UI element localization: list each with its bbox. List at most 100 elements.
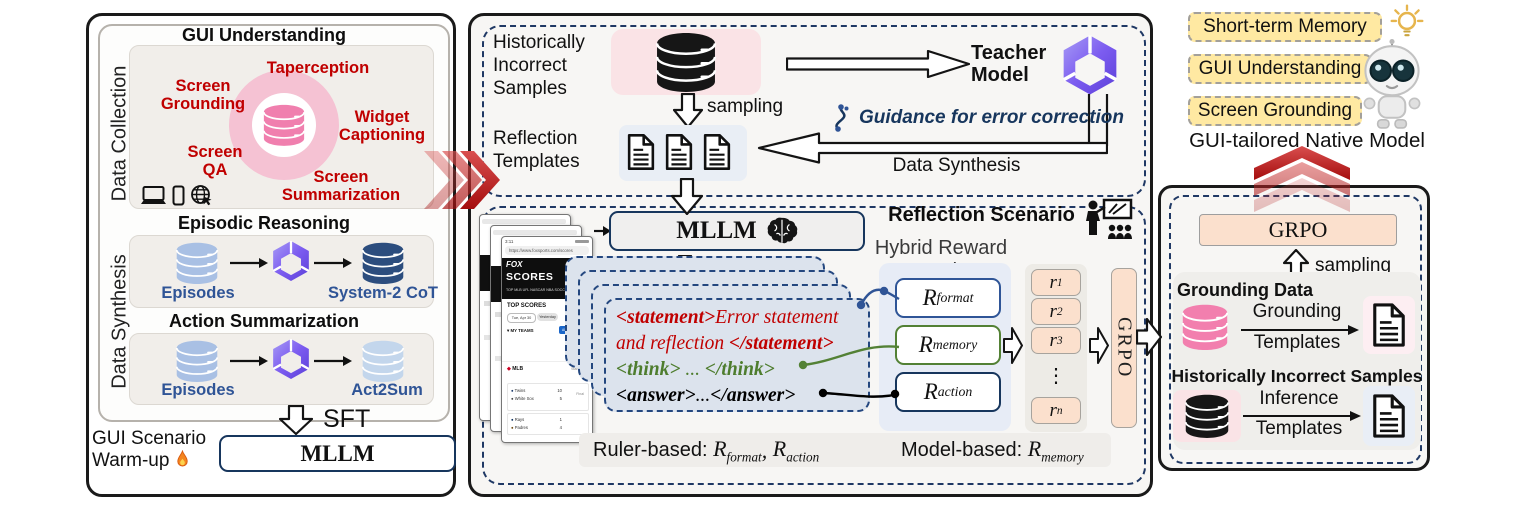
mllm-policy-box: MLLM — [609, 211, 865, 251]
inference-templates-label-top: Inference — [1259, 388, 1339, 409]
phone-myteams-label: ▾ MY TEAMS — [507, 328, 534, 333]
template-doc-icon — [703, 133, 731, 171]
phone-page-title: SCORES — [506, 271, 554, 283]
gui-understanding-box: Taperception Screen Grounding Widget Cap… — [129, 45, 434, 209]
pink-database-icon — [261, 100, 307, 150]
grpo-training-dashed-border — [1169, 195, 1422, 464]
grounding-templates-label-top: Grounding — [1252, 301, 1342, 322]
capability-badge-gui-understanding: GUI Understanding — [1188, 54, 1372, 84]
template-doc-icon — [627, 133, 655, 171]
answer-line: <answer>...</answer> — [616, 384, 796, 406]
sampling-label: sampling — [1315, 255, 1392, 276]
stage-transition-chevrons-icon — [424, 151, 500, 209]
episodic-reasoning-title: Episodic Reasoning — [177, 213, 351, 233]
teacher-return-elbow — [1087, 94, 1109, 146]
phone-url-bar: https://www.foxsports.com/scores — [505, 246, 589, 255]
act2sum-label: Act2Sum — [351, 381, 423, 399]
grpo-training-panel: GRPO sampling Grounding Data Grounding T… — [1158, 185, 1430, 471]
data-synthesis-label: Data Synthesis — [892, 155, 1021, 176]
qwen-logo-icon — [1059, 34, 1121, 96]
guidance-label: Guidance for error correction — [859, 107, 1125, 128]
think-line: <think> ... </think> — [616, 358, 775, 380]
reward-legend-strip: Ruler-based: Rformat , Raction Model-bas… — [579, 433, 1111, 467]
template-doc-icon — [1372, 303, 1406, 347]
response-front-box: <statement>Error statement and reflectio… — [604, 298, 870, 412]
to-teacher-arrow — [786, 50, 970, 78]
model-upgrade-chevrons-icon — [1254, 146, 1350, 212]
black-database-icon — [635, 32, 737, 92]
episodes-label: Episodes — [161, 284, 235, 302]
grounding-templates-label-bottom: Templates — [1253, 332, 1341, 353]
reward-connector-lines — [798, 286, 900, 399]
guidance-squiggle-icon — [835, 104, 849, 132]
system2-cot-database-icon — [354, 242, 412, 284]
episodes-database-icon — [168, 242, 226, 284]
rewards-to-r-arrow — [1003, 327, 1023, 364]
phone-date-pill-active: Yesterday — [537, 313, 558, 321]
flame-icon — [177, 449, 188, 467]
synthesis-left-arrow — [757, 132, 1108, 164]
grpo-to-data-arrow — [1136, 318, 1162, 356]
grpo-box: GRPO — [1199, 214, 1397, 246]
grounding-templates-arrow — [1241, 325, 1359, 335]
flow-arrow — [230, 356, 268, 366]
act2sum-database-icon — [354, 340, 412, 382]
phone-section-title: TOP SCORES — [507, 303, 547, 309]
grounding-template-doc-bg — [1363, 296, 1415, 354]
qwen-logo-icon — [270, 338, 312, 380]
native-model-caption: GUI-tailored Native Model — [1189, 129, 1425, 152]
capability-badge-short-term-memory: Short-term Memory — [1188, 12, 1382, 42]
grpo-vertical-box: GRPO — [1111, 268, 1137, 428]
laptop-icon — [141, 186, 166, 204]
brain-icon — [767, 217, 798, 244]
black-database-icon — [1179, 394, 1235, 438]
flow-arrow — [314, 258, 352, 268]
task-screen-qa: Screen QA — [187, 143, 243, 179]
robot-icon — [1363, 39, 1421, 129]
qwen-logo-icon — [270, 240, 312, 282]
lightbulb-icon — [1390, 4, 1424, 37]
sampling-down-arrow — [673, 93, 703, 128]
inference-templates-label-bottom: Templates — [1255, 418, 1343, 439]
template-doc-icon — [665, 133, 693, 171]
flow-arrow — [230, 258, 268, 268]
inference-templates-arrow — [1243, 411, 1361, 421]
phone-status-time: 3:11 — [505, 239, 514, 244]
task-widget-captioning: Widget Captioning — [338, 108, 426, 144]
task-screen-summarization: Screen Summarization — [281, 168, 401, 204]
phone-nav-tabs: TOP MLB UFL NASCAR NBA SOCCER NHL — [506, 288, 579, 292]
sft-down-arrow — [279, 405, 313, 435]
system2-cot-label: System-2 CoT — [327, 284, 439, 302]
task-screen-grounding: Screen Grounding — [160, 77, 246, 113]
incorrect-samples-title: Historically Incorrect Samples — [1171, 366, 1423, 386]
action-summarization-title: Action Summarization — [168, 311, 360, 331]
warmed-mllm-box: MLLM — [219, 435, 456, 472]
episodic-reasoning-box: Episodes System-2 CoT — [129, 235, 438, 308]
statement-line1: <statement>Error statement — [616, 307, 839, 328]
episodes-label: Episodes — [161, 381, 235, 399]
teacher-presenter-icon — [1086, 198, 1133, 239]
ruler-based-legend: Ruler-based: Rformat , Raction — [593, 436, 820, 465]
phone-status-icons — [575, 240, 589, 243]
globe-cursor-icon — [191, 185, 212, 206]
warmup-label: GUI Scenario Warm-up — [92, 428, 207, 472]
templates-to-mllm-arrow — [671, 178, 703, 215]
task-taperception: Taperception — [266, 59, 370, 77]
gui-understanding-title: GUI Understanding — [181, 25, 346, 45]
model-based-legend: Model-based: Rmemory — [901, 436, 1084, 465]
smartphone-icon — [172, 185, 185, 206]
r-to-grpo-arrow — [1089, 327, 1109, 364]
phone-league-label: ◆ MLB — [507, 366, 524, 372]
sft-label: SFT — [323, 405, 371, 433]
fox-logo: FOX — [506, 260, 523, 269]
